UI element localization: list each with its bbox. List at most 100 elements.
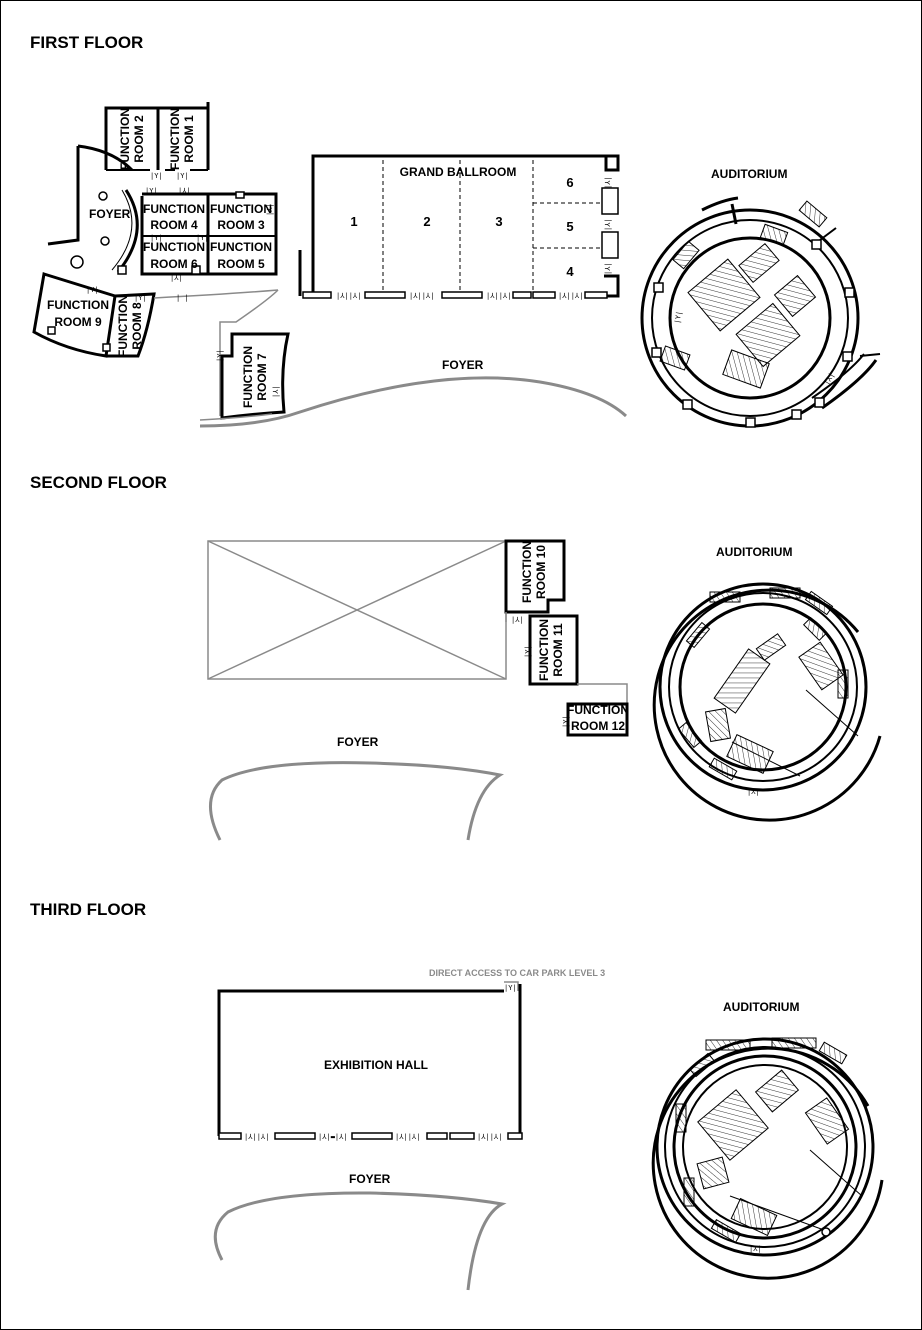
svg-text:|Y|: |Y| <box>176 172 189 180</box>
svg-text:ROOM 11: ROOM 11 <box>551 623 565 677</box>
foyer-west-label: FOYER <box>89 207 131 221</box>
foyer-label: FOYER <box>442 358 484 372</box>
svg-text:|Y|: |Y| <box>150 172 163 180</box>
svg-text:FUNCTION: FUNCTION <box>520 541 534 603</box>
second-floor: SECOND FLOOR |⅄| FUNCTION ROOM 10 |Y| FU… <box>30 473 882 841</box>
function-room-10-block[interactable]: |⅄| <box>504 539 566 624</box>
function-room-10-label: FUNCTION ROOM 10 <box>520 541 548 603</box>
first-floor: FIRST FLOOR |Y| |Y| FUNCTION ROOM 2 FUNC… <box>30 33 881 428</box>
svg-text:|Y|: |Y| <box>134 294 147 302</box>
svg-text:|⅄|: |⅄| <box>170 274 183 282</box>
svg-text:|Y|: |Y| <box>86 286 99 294</box>
svg-text:ROOM 9: ROOM 9 <box>54 315 102 329</box>
ballroom-section-6: 6 <box>566 175 573 190</box>
svg-text:|⅄|: |⅄| <box>266 203 274 216</box>
svg-text:ROOM 5: ROOM 5 <box>217 257 265 271</box>
svg-text:ROOM 8: ROOM 8 <box>130 302 144 350</box>
grand-ballroom-label: GRAND BALLROOM <box>400 165 517 179</box>
function-room-4-label: FUNCTION ROOM 4 <box>143 202 205 232</box>
svg-text:|Y|: |Y| <box>150 234 163 242</box>
svg-text:ROOM 6: ROOM 6 <box>150 257 198 271</box>
foyer-outline-third <box>213 1191 507 1291</box>
svg-text:FUNCTION: FUNCTION <box>143 240 205 254</box>
svg-text:FUNCTION: FUNCTION <box>116 295 130 357</box>
svg-text:|⅄||⅄|: |⅄||⅄| <box>336 292 361 300</box>
auditorium-second-floor[interactable]: |⅄| <box>652 582 882 822</box>
ballroom-section-4: 4 <box>566 264 574 279</box>
svg-text:FUNCTION: FUNCTION <box>537 619 551 681</box>
third-floor-heading: THIRD FLOOR <box>30 900 146 919</box>
function-room-7-label: FUNCTION ROOM 7 <box>241 346 269 408</box>
svg-text:FUNCTION: FUNCTION <box>143 202 205 216</box>
svg-text:ROOM 7: ROOM 7 <box>255 353 269 401</box>
svg-text:FUNCTION: FUNCTION <box>47 298 109 312</box>
auditorium-label-first: AUDITORIUM <box>711 167 787 181</box>
foyer-label-third: FOYER <box>349 1172 391 1186</box>
ballroom-section-5: 5 <box>566 219 573 234</box>
svg-text:|⅄|: |⅄| <box>747 788 760 796</box>
first-floor-heading: FIRST FLOOR <box>30 33 143 52</box>
svg-text:|⅄|: |⅄| <box>511 616 524 624</box>
svg-text:|⅄|: |⅄| <box>749 1245 762 1253</box>
svg-text:|Y|: |Y| <box>504 984 517 992</box>
function-room-2-label: FUNCTION ROOM 2 <box>118 108 146 170</box>
svg-text:ROOM 4: ROOM 4 <box>150 218 198 232</box>
svg-text:|⅄|: |⅄| <box>604 262 612 275</box>
void-open-to-below <box>207 540 507 680</box>
auditorium-label-second: AUDITORIUM <box>716 545 792 559</box>
foyer-outline <box>199 376 628 428</box>
svg-text:|Y|: |Y| <box>145 187 158 195</box>
function-room-11-label: FUNCTION ROOM 11 <box>537 619 565 681</box>
auditorium-first-floor[interactable]: |⅄| |Y| <box>640 196 881 428</box>
svg-text:FUNCTION: FUNCTION <box>241 346 255 408</box>
function-room-5-label: FUNCTION ROOM 5 <box>210 240 272 271</box>
svg-text:|Y|: |Y| <box>524 645 532 658</box>
svg-text:|Y|: |Y| <box>216 349 224 362</box>
function-room-12-label: FUNCTION ROOM 12 <box>567 703 629 733</box>
svg-text:|⅄||⅄|: |⅄||⅄| <box>558 292 583 300</box>
svg-text:ROOM 3: ROOM 3 <box>217 218 265 232</box>
svg-text:|Y|: |Y| <box>673 310 683 324</box>
svg-text:ROOM 12: ROOM 12 <box>571 719 625 733</box>
svg-text:|⅄|: |⅄| <box>178 187 191 195</box>
svg-text:|⅄|▬|⅄|: |⅄|▬|⅄| <box>318 1133 348 1141</box>
foyer-label-second: FOYER <box>337 735 379 749</box>
svg-text:|Y|: |Y| <box>196 234 209 242</box>
second-floor-heading: SECOND FLOOR <box>30 473 167 492</box>
function-room-8-9-block[interactable]: |Y| |Y| | | <box>32 272 279 358</box>
function-room-3-6-block[interactable]: |Y| |⅄| |⅄| |Y| |Y| |⅄| <box>117 187 278 282</box>
svg-text:|Y|: |Y| <box>562 715 570 728</box>
function-room-9-label: FUNCTION ROOM 9 <box>47 298 109 329</box>
svg-text:|⅄|: |⅄| <box>272 385 280 398</box>
west-foyer: FOYER <box>47 144 139 273</box>
ballroom-section-2: 2 <box>423 214 430 229</box>
function-room-12-block[interactable]: |Y| <box>562 683 629 737</box>
function-room-1-label: FUNCTION ROOM 1 <box>168 108 196 170</box>
svg-text:|⅄||⅄|: |⅄||⅄| <box>395 1133 420 1141</box>
svg-text:|⅄||⅄|: |⅄||⅄| <box>244 1133 269 1141</box>
ballroom-section-1: 1 <box>350 214 357 229</box>
function-room-6-label: FUNCTION ROOM 6 <box>143 240 205 271</box>
function-room-7-block[interactable]: |Y| |⅄| <box>216 289 290 420</box>
svg-text:FUNCTION: FUNCTION <box>567 703 629 717</box>
svg-text:FUNCTION: FUNCTION <box>118 108 132 170</box>
svg-text:FUNCTION: FUNCTION <box>168 108 182 170</box>
auditorium-third-floor[interactable]: |⅄| <box>651 1037 884 1280</box>
svg-text:|⅄||⅄|: |⅄||⅄| <box>409 292 434 300</box>
svg-text:|⅄||⅄|: |⅄||⅄| <box>477 1133 502 1141</box>
foyer-edge <box>199 413 273 421</box>
third-floor: THIRD FLOOR DIRECT ACCESS TO CAR PARK LE… <box>30 900 884 1291</box>
svg-text:|⅄|: |⅄| <box>604 218 612 231</box>
svg-text:| |: | | <box>176 294 189 302</box>
svg-text:|⅄||⅄|: |⅄||⅄| <box>486 292 511 300</box>
svg-text:FUNCTION: FUNCTION <box>210 202 272 216</box>
grand-ballroom[interactable]: |⅄||⅄| |⅄||⅄| |⅄||⅄| |⅄||⅄| |⅄| |⅄| |⅄| <box>298 154 620 300</box>
auditorium-label-third: AUDITORIUM <box>723 1000 799 1014</box>
exhibition-hall[interactable]: |Y| |⅄||⅄| |⅄|▬|⅄| |⅄||⅄| |⅄||⅄| <box>217 981 523 1141</box>
foyer-outline-second <box>209 761 504 841</box>
ballroom-section-3: 3 <box>495 214 502 229</box>
svg-text:ROOM 10: ROOM 10 <box>534 545 548 599</box>
function-room-1-2-block[interactable]: |Y| |Y| <box>104 102 210 180</box>
